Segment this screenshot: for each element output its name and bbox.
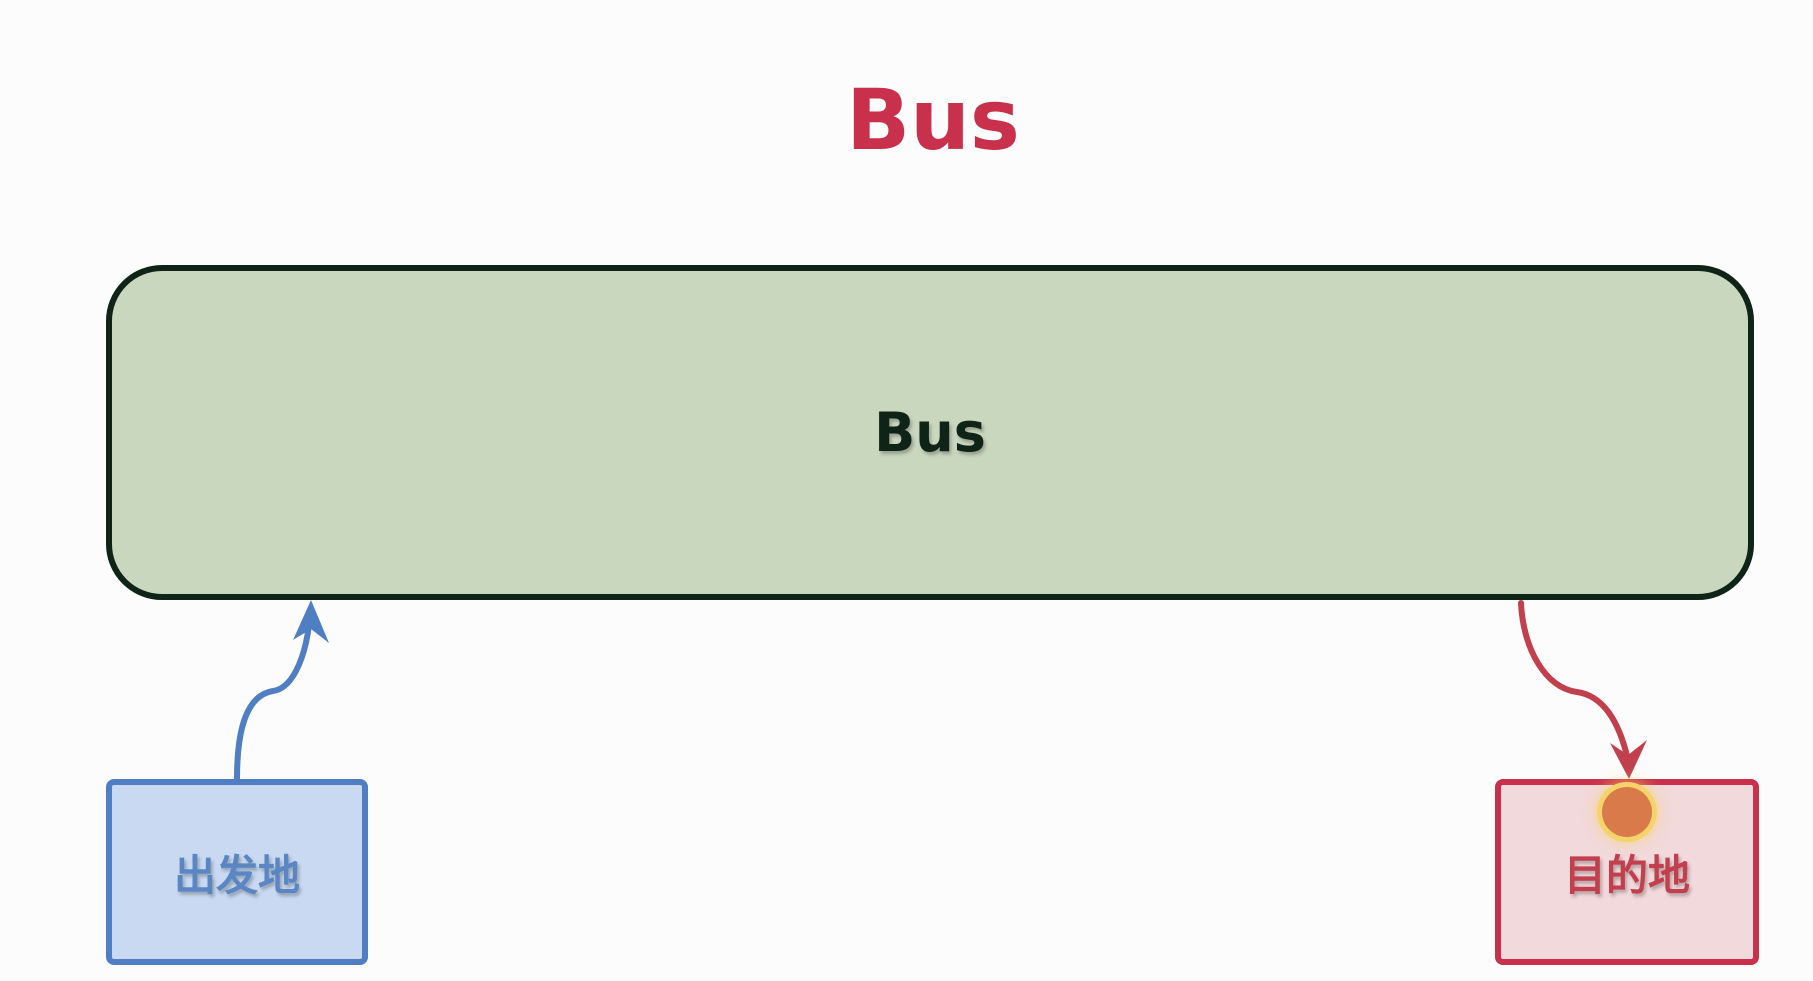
source-label: 出发地 xyxy=(173,850,300,900)
page-title: Bus xyxy=(846,71,1020,169)
source-node: 出发地 xyxy=(106,779,368,965)
destination-label: 目的地 xyxy=(1563,850,1690,900)
source-arrow-icon xyxy=(234,600,329,782)
cursor-highlight-icon xyxy=(1602,787,1652,837)
bus-label: Bus xyxy=(874,401,986,464)
bus-box: Bus xyxy=(106,265,1754,600)
destination-arrow-icon xyxy=(1518,600,1647,779)
